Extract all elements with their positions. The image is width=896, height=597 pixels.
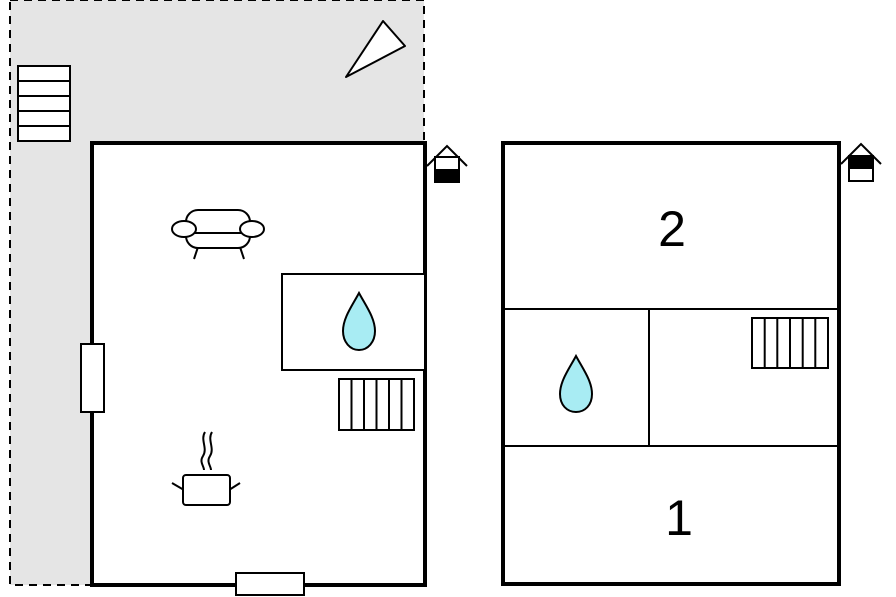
compass-icon <box>345 20 406 78</box>
radiator-icon <box>751 317 829 369</box>
armchair-icon <box>171 209 265 260</box>
room-label-2: 2 <box>658 201 686 257</box>
staircase-icon <box>17 65 71 142</box>
bathroom-water-drop-icon <box>558 353 594 414</box>
house-level-icon <box>840 142 882 182</box>
house-level-icon <box>426 144 468 183</box>
bathroom-water-drop-icon <box>341 290 377 352</box>
door-icon <box>80 343 105 413</box>
radiator-icon <box>338 378 415 431</box>
kitchen-pot-icon <box>171 431 241 506</box>
room-label-1: 1 <box>665 490 693 546</box>
door-icon <box>235 572 305 596</box>
